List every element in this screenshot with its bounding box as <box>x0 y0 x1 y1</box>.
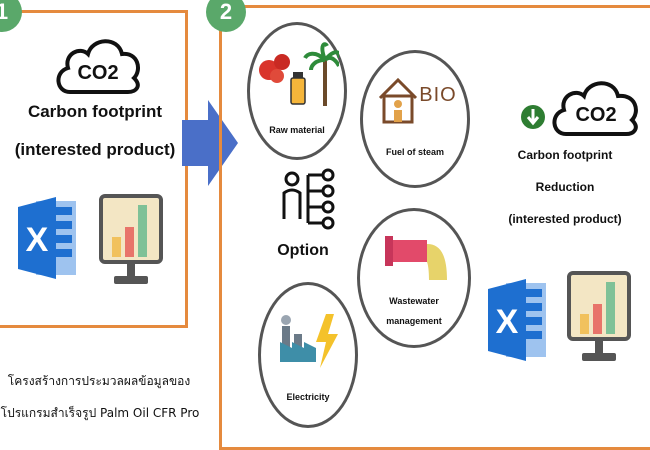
wastewater-circle <box>357 208 471 348</box>
caption-line2: โปรแกรมสำเร็จรูป Palm Oil CFR Pro <box>0 406 200 420</box>
option-label: Option <box>277 242 329 259</box>
co2-text: CO2 <box>77 62 119 84</box>
caption-line1: โครงสร้างการประมวลผลข้อมูลของ <box>7 374 191 388</box>
down-arrow-icon <box>521 105 545 129</box>
fuel-of-steam-circle <box>360 50 470 188</box>
fuel-of-steam-label: Fuel of steam <box>385 147 444 157</box>
step2-badge: 2 <box>206 0 246 32</box>
cloud-co2-icon <box>56 39 140 94</box>
left-subtitle: (interested product) <box>14 140 176 159</box>
wastewater-label-line1: Wastewater <box>389 296 439 306</box>
wastewater-pipe-icon <box>385 236 447 280</box>
step1-panel <box>0 10 188 328</box>
raw-material-label: Raw material <box>269 125 325 135</box>
step1-badge: 1 <box>0 0 22 32</box>
step2-panel <box>219 5 650 450</box>
cloud-co2-icon-right <box>552 81 638 136</box>
co2-text-right: CO2 <box>575 104 617 126</box>
right-subtitle: (interested product) <box>508 212 622 226</box>
svg-text:X: X <box>496 303 519 341</box>
left-title: Carbon footprint <box>27 102 163 121</box>
excel-icon-right: X <box>488 279 546 361</box>
excel-icon: X <box>18 197 76 279</box>
wastewater-label-line2: management <box>386 316 442 326</box>
flow-arrow-icon <box>182 100 238 186</box>
factory-electricity-icon <box>280 314 338 368</box>
bio-text: BIO <box>419 84 457 106</box>
electricity-label: Electricity <box>286 392 330 402</box>
palm-fruit-icon <box>259 42 339 106</box>
right-reduction: Reduction <box>535 180 595 194</box>
bio-house-icon <box>378 77 418 124</box>
hierarchy-person-icon <box>282 168 335 230</box>
bar-chart-icon-right <box>567 271 631 361</box>
right-title: Carbon footprint <box>517 148 613 162</box>
svg-text:X: X <box>26 221 49 259</box>
bar-chart-icon <box>99 194 163 284</box>
